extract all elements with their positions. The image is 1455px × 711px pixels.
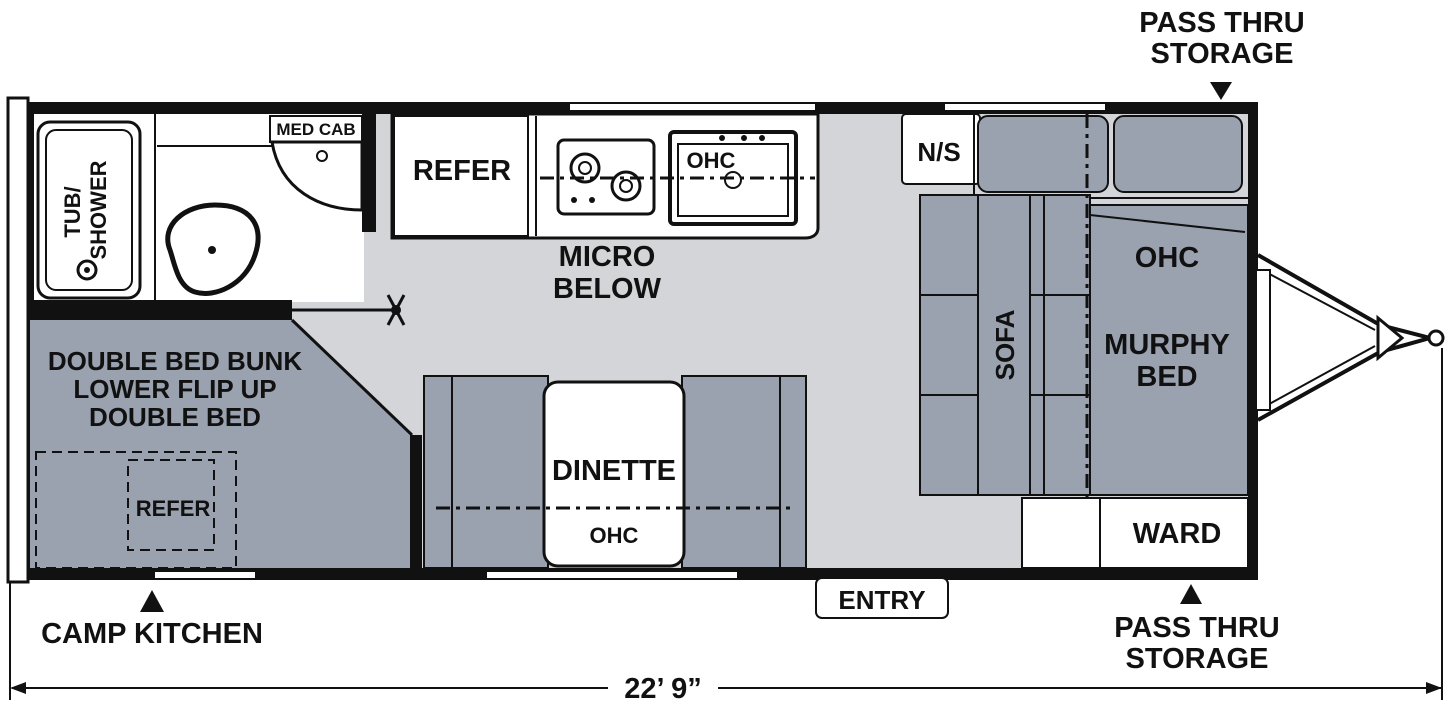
sofa-label: SOFA (990, 309, 1020, 380)
sofa-back (973, 111, 1250, 199)
entry-step (815, 577, 949, 619)
dimension-label-bg (608, 672, 718, 702)
tub-shower-label-2: SHOWER (86, 160, 111, 259)
murphy-bed-label-2: BED (1136, 361, 1197, 393)
tub-drain-icon (76, 259, 98, 281)
micro-below-label-1: MICRO (559, 241, 656, 273)
bath-sink-drain (316, 150, 328, 162)
sofa-frame (919, 194, 1091, 496)
toilet-center (208, 246, 216, 254)
bath-sink-icon (270, 140, 364, 212)
pass-thru-bottom-label-2: STORAGE (1126, 643, 1269, 675)
length-label: 22’ 9” (624, 673, 701, 705)
kitchen-sink-basin (677, 143, 789, 217)
pass-thru-top-label-2: STORAGE (1151, 38, 1294, 70)
window-bottom-2 (487, 572, 737, 578)
tub-drain-center (84, 267, 90, 273)
burner-1-icon (569, 152, 601, 184)
tub-inner (45, 129, 133, 291)
faucet-3 (759, 135, 765, 141)
dinette-seat-left (423, 375, 549, 569)
bath-wall-bottom (30, 300, 292, 320)
bunk-label-3: DOUBLE BED (89, 402, 261, 432)
tub-shower-label-1: TUB/ (60, 186, 85, 237)
hitch-tongue-inner (1261, 269, 1376, 409)
dimension-arrow-left (10, 682, 26, 694)
burner-2-icon (610, 170, 642, 202)
knob-1 (571, 197, 577, 203)
ns-label: N/S (917, 137, 960, 167)
murphy-bed (1089, 204, 1249, 496)
dinette-label: DINETTE (552, 455, 676, 487)
dimension-arrow-right (1426, 682, 1442, 694)
window-bottom-1 (155, 572, 255, 578)
burner-2-inner (619, 179, 633, 193)
med-cab-label: MED CAB (276, 120, 355, 139)
bath-door-knob (391, 305, 401, 315)
dinette-table (542, 380, 686, 568)
burner-1-inner (578, 161, 592, 175)
refer-bunk-label: REFER (136, 496, 211, 521)
bunk-refer-dash (35, 451, 237, 569)
rear-bumper (6, 96, 30, 584)
sofa-cushion-top-1 (977, 115, 1109, 193)
faucet-1 (719, 135, 725, 141)
hitch-coupler (1427, 329, 1445, 347)
knob-2 (589, 197, 595, 203)
micro-below-label-2: BELOW (553, 273, 662, 305)
hitch-bar (1255, 269, 1271, 411)
bunk-label-1: DOUBLE BED BUNK (48, 346, 302, 376)
refer-top-box (393, 115, 529, 237)
ohc-bed-label: OHC (1135, 242, 1200, 274)
sofa-cushion-top-2 (1113, 115, 1243, 193)
ward-box (1099, 497, 1249, 569)
sink-drain-icon (724, 171, 742, 189)
camp-kitchen-label: CAMP KITCHEN (41, 618, 263, 650)
bunk-wall-right (410, 435, 422, 570)
hitch-jack (1376, 314, 1405, 362)
ohc-dinette-label: OHC (590, 523, 639, 548)
refer-top-label: REFER (413, 155, 511, 187)
tub-shower (36, 120, 142, 300)
window-top-1 (570, 104, 815, 110)
entry-label: ENTRY (838, 585, 925, 615)
wall-front (1248, 102, 1258, 580)
bath-wall-right (362, 112, 376, 232)
ohc-kitchen-label: OHC (687, 148, 736, 173)
ward-label: WARD (1133, 518, 1222, 550)
pass-thru-bottom-arrow (1180, 584, 1202, 604)
pass-thru-bottom-label-1: PASS THRU (1114, 612, 1279, 644)
murphy-bed-label-1: MURPHY (1104, 329, 1230, 361)
ward-side-box (1021, 497, 1101, 569)
pass-thru-top-arrow (1210, 82, 1232, 100)
camp-kitchen-arrow (140, 590, 164, 612)
bunk-area (30, 320, 412, 568)
dinette-seat-right (681, 375, 807, 569)
faucet-2 (741, 135, 747, 141)
murphy-fold-line (1089, 214, 1246, 233)
bunk-label-2: LOWER FLIP UP (73, 374, 276, 404)
window-top-2 (945, 104, 1105, 110)
pass-thru-top-label-1: PASS THRU (1139, 7, 1304, 39)
bunk-refer-box (127, 459, 215, 551)
bunk-diagonal (290, 318, 414, 437)
